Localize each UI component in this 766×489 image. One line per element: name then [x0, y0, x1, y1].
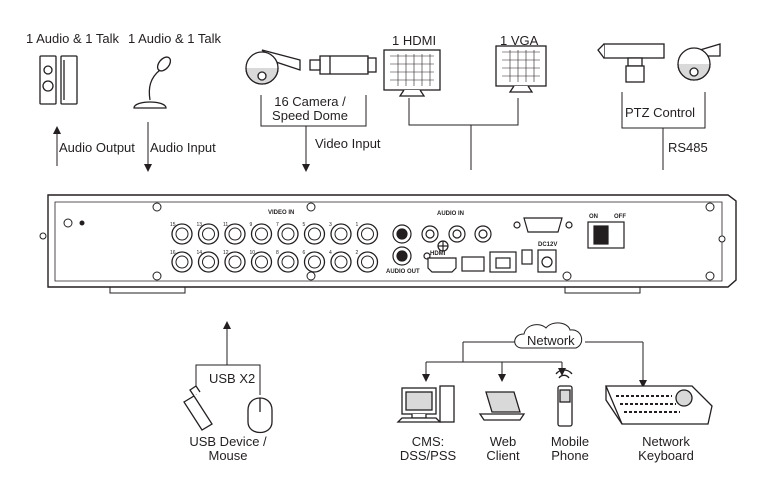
mouse-icon: [247, 397, 273, 434]
ground-symbol: [437, 240, 449, 252]
cms-label-line2: DSS/PSS: [399, 448, 457, 463]
ptz-bracket: [621, 92, 706, 170]
bnc-port-number: 15: [170, 222, 176, 228]
bnc-port-core: [334, 227, 348, 241]
video-input-label: Video Input: [315, 136, 381, 151]
bnc-port-core: [361, 255, 374, 269]
bnc-port-core: [228, 255, 242, 269]
mobile-phone-label-line1: Mobile: [550, 434, 590, 449]
usb-bracket: [195, 321, 261, 395]
power-switch: [587, 221, 625, 249]
bnc-port-core: [361, 227, 374, 241]
rs485-label: RS485: [668, 140, 708, 155]
ptz-control-label: PTZ Control: [625, 105, 696, 120]
audio-output-label: Audio Output: [59, 140, 135, 155]
bnc-port-core: [255, 227, 268, 241]
keyboard-controller-icon: [605, 385, 713, 425]
bnc-port-core: [175, 227, 189, 241]
bnc-port-core: [202, 255, 215, 269]
cms-label: CMS: DSS/PSS: [396, 435, 460, 463]
bnc-port-core: [202, 227, 215, 241]
bnc-port-number: 7: [276, 222, 279, 228]
cameras-label-line1: 16 Camera /: [274, 94, 346, 109]
dc-label: DC12V: [538, 242, 558, 248]
network-keyboard-label: Network Keyboard: [630, 435, 702, 463]
audio-out-label: AUDIO OUT: [386, 269, 420, 275]
mobile-phone-label: Mobile Phone: [540, 435, 600, 463]
bnc-port-core: [255, 255, 268, 269]
usb-label: USB X2: [209, 371, 256, 386]
desktop-computer-icon: [396, 385, 455, 423]
network-keyboard-label-line2: Keyboard: [638, 448, 694, 463]
audio-input-label: Audio Input: [150, 140, 216, 155]
audio-input-device-label: 1 Audio & 1 Talk: [128, 31, 221, 46]
housing-camera-icon: [597, 43, 665, 83]
display-bracket: [408, 98, 519, 170]
bnc-port-number: 6: [303, 250, 306, 256]
mobile-phone-icon: [555, 369, 573, 427]
vga-monitor-icon: [495, 45, 547, 93]
hdmi-monitor-icon: [383, 49, 441, 97]
usb-device-label-line2: Mouse: [208, 448, 248, 463]
bnc-port-core: [308, 255, 321, 269]
audio-ports: [392, 224, 492, 266]
panel-screws: [39, 202, 726, 281]
power-off-label: OFF: [614, 214, 626, 220]
usb-device-label: USB Device / Mouse: [188, 435, 268, 463]
video-in-label: VIDEO IN: [268, 210, 295, 216]
bnc-port-number: 14: [197, 250, 203, 256]
cameras-label-line2: Speed Dome: [272, 108, 348, 123]
ptz-dome-icon: [677, 43, 721, 81]
bnc-port-number: 10: [250, 250, 256, 256]
usb-device-label-line1: USB Device /: [189, 434, 267, 449]
web-client-label: Web Client: [478, 435, 528, 463]
web-client-label-line2: Client: [486, 448, 520, 463]
speed-dome-camera-icon: [245, 49, 301, 85]
bnc-port-core: [175, 255, 189, 269]
network-cloud: [514, 322, 583, 349]
web-client-label-line1: Web: [489, 434, 517, 449]
microphone-icon: [133, 56, 172, 109]
bnc-port-number: 9: [250, 222, 253, 228]
bnc-port-core: [281, 227, 295, 241]
vga-port-shape: [513, 217, 573, 233]
hdmi-port-shape: [427, 257, 457, 273]
nvr-rear-panel: [47, 194, 737, 294]
bnc-port-number: 11: [223, 222, 228, 228]
mobile-phone-label-line2: Phone: [551, 448, 589, 463]
bnc-port-core: [308, 227, 321, 241]
speaker-icon: [39, 55, 78, 105]
usb-port-shape: [461, 256, 485, 272]
laptop-icon: [478, 391, 526, 421]
bnc-port-number: 16: [170, 250, 176, 256]
bnc-port-number: 13: [197, 222, 203, 228]
bnc-port-core: [228, 227, 242, 241]
bnc-port-number: 5: [303, 222, 306, 228]
lan-port-shape: [489, 251, 517, 273]
bnc-port-number: 8: [276, 250, 279, 256]
bnc-port-number: 3: [329, 222, 332, 228]
hdmi-port-label: HDMI: [430, 251, 446, 257]
bnc-port-number: 1: [356, 222, 359, 228]
cameras-label: 16 Camera / Speed Dome: [268, 95, 352, 123]
network-keyboard-label-line1: Network: [642, 434, 690, 449]
network-label: Network: [527, 333, 575, 348]
bnc-port-number: 12: [223, 250, 229, 256]
vga-label: 1 VGA: [500, 33, 539, 48]
box-camera-icon: [309, 55, 377, 75]
usb-stick-icon: [183, 385, 213, 431]
power-on-label: ON: [589, 214, 598, 220]
bnc-port-number: 4: [329, 250, 332, 256]
video-input-bracket: [260, 95, 367, 172]
video-input-ports: 15 13 11 9 7 5 3 1 16 14 12 10 8 6 4 2: [170, 222, 379, 273]
bnc-port-core: [334, 255, 348, 269]
bnc-port-core: [281, 255, 295, 269]
hdmi-label: 1 HDMI: [392, 33, 437, 48]
audio-output-device-label: 1 Audio & 1 Talk: [26, 31, 119, 46]
bnc-port-number: 2: [356, 250, 359, 256]
dc-power-jack: [521, 249, 557, 273]
audio-in-label: AUDIO IN: [437, 211, 464, 217]
cms-label-line1: CMS:: [411, 434, 445, 449]
